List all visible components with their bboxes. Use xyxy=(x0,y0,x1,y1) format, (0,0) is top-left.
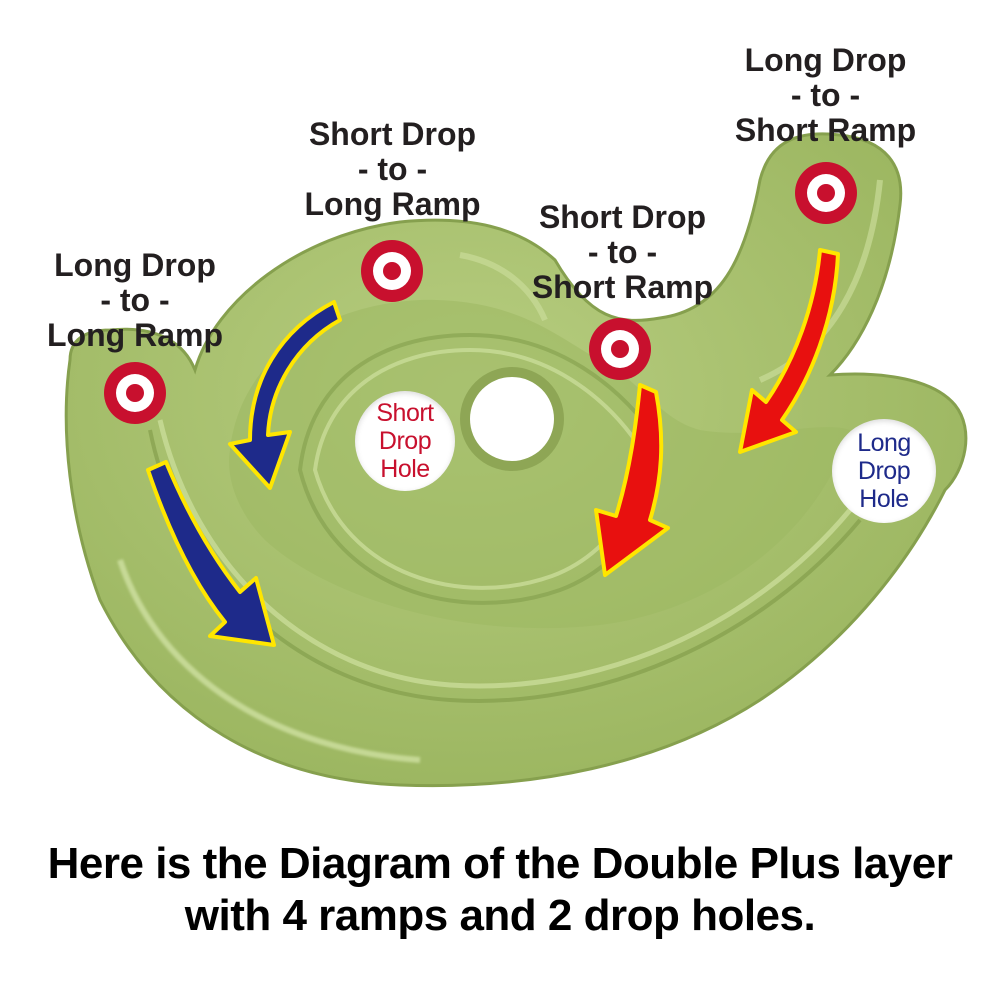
hole-line: Long xyxy=(857,429,911,457)
arrow-short-drop-short-ramp xyxy=(594,383,670,577)
label-line: Long Drop xyxy=(54,247,216,283)
target-short-long xyxy=(361,240,423,302)
label-long-drop-long-ramp: Long Drop - to - Long Ramp xyxy=(35,248,235,353)
label-line: Long Ramp xyxy=(304,186,481,222)
label-line: Long Ramp xyxy=(47,317,223,353)
label-line: - to - xyxy=(790,77,861,113)
label-line: Short Drop xyxy=(308,116,477,152)
label-short-drop-short-ramp: Short Drop - to - Short Ramp xyxy=(515,200,730,305)
label-line: Long Drop xyxy=(744,42,907,78)
groove-inner xyxy=(157,419,852,689)
caption: Here is the Diagram of the Double Plus l… xyxy=(0,838,1000,942)
label-line: Short Ramp xyxy=(531,269,714,305)
label-short-drop-long-ramp: Short Drop - to - Long Ramp xyxy=(290,117,495,222)
hole-line: Hole xyxy=(380,455,430,483)
target-long-short xyxy=(795,162,857,224)
label-line: - to - xyxy=(357,151,428,187)
hole-line: Hole xyxy=(859,485,909,513)
target-long-long xyxy=(104,362,166,424)
label-line: Short Drop xyxy=(538,199,707,235)
arrow-long-drop-long-ramp xyxy=(146,460,276,647)
hole-line: Drop xyxy=(378,427,432,455)
caption-line-2: with 4 ramps and 2 drop holes. xyxy=(184,891,816,940)
arrow-long-drop-short-ramp xyxy=(738,248,840,454)
label-line: - to - xyxy=(587,234,658,270)
center-hole xyxy=(460,367,564,471)
target-short-short xyxy=(589,318,651,380)
label-line: Short Ramp xyxy=(734,112,917,148)
label-line: - to - xyxy=(100,282,170,318)
hole-line: Drop xyxy=(857,457,911,485)
caption-line-1: Here is the Diagram of the Double Plus l… xyxy=(47,839,953,888)
arrow-short-drop-long-ramp xyxy=(228,300,342,490)
label-long-drop-short-ramp: Long Drop - to - Short Ramp xyxy=(718,43,933,148)
hole-line: Short xyxy=(376,399,434,427)
tray-inner-channel xyxy=(229,299,850,629)
short-drop-hole: Short Drop Hole xyxy=(355,391,455,491)
long-drop-hole: Long Drop Hole xyxy=(832,419,936,523)
tray-highlight xyxy=(117,559,421,763)
ridge-top xyxy=(459,252,548,322)
